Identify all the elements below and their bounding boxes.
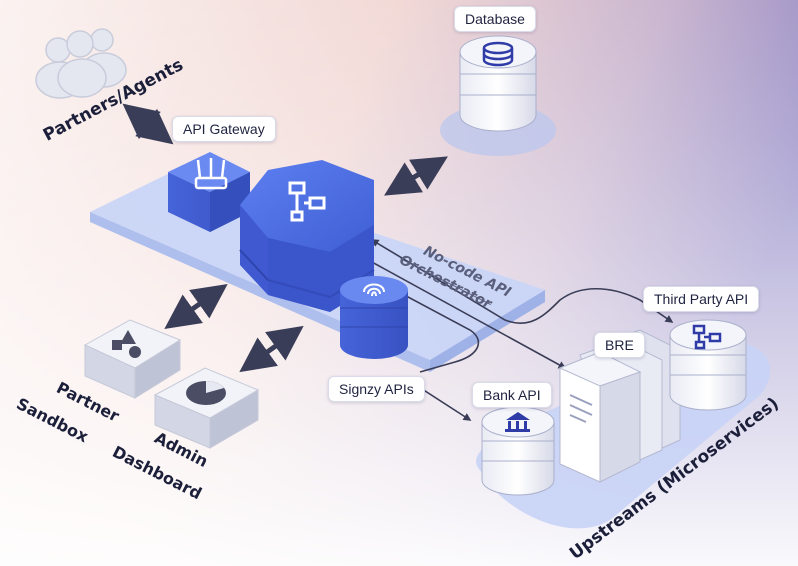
people-icon bbox=[35, 28, 127, 99]
database-label: Database bbox=[454, 6, 536, 32]
api-gateway-node bbox=[168, 152, 250, 232]
third-party-api-node bbox=[669, 319, 747, 411]
signzy-apis-label: Signzy APIs bbox=[328, 376, 425, 402]
connector-signzy-gateway bbox=[333, 257, 480, 373]
signzy-apis-node bbox=[340, 276, 408, 359]
partners-agents-label: Partners/Agents bbox=[40, 54, 187, 146]
pie-chart-icon bbox=[186, 381, 226, 405]
bre-label: BRE bbox=[594, 332, 645, 358]
router-icon bbox=[194, 158, 228, 190]
arrow-partners-gateway bbox=[122, 103, 174, 145]
bank-icon bbox=[505, 412, 530, 432]
database-icon bbox=[482, 41, 514, 67]
bank-api-label: Bank API bbox=[472, 382, 552, 408]
admin-dashboard-node bbox=[153, 367, 260, 449]
shapes-icon bbox=[112, 330, 141, 358]
connector-orchestrator-bre bbox=[348, 249, 567, 369]
bank-api-node bbox=[481, 406, 555, 496]
api-gateway-label: API Gateway bbox=[172, 116, 276, 142]
database-node bbox=[440, 35, 556, 156]
upstreams-label: Upstreams (Microservices) bbox=[566, 393, 783, 564]
arrow-orchestrator-database bbox=[384, 156, 448, 196]
network-icon bbox=[288, 181, 326, 222]
fingerprint-icon bbox=[363, 283, 385, 297]
partner-sandbox-node bbox=[83, 319, 182, 399]
arrow-platform-admin bbox=[239, 325, 304, 373]
arrow-platform-sandbox bbox=[164, 283, 228, 330]
network-icon-third-party bbox=[692, 324, 722, 350]
bre-node bbox=[558, 329, 681, 483]
document-icon bbox=[569, 394, 593, 423]
third-party-api-label: Third Party API bbox=[643, 286, 760, 312]
